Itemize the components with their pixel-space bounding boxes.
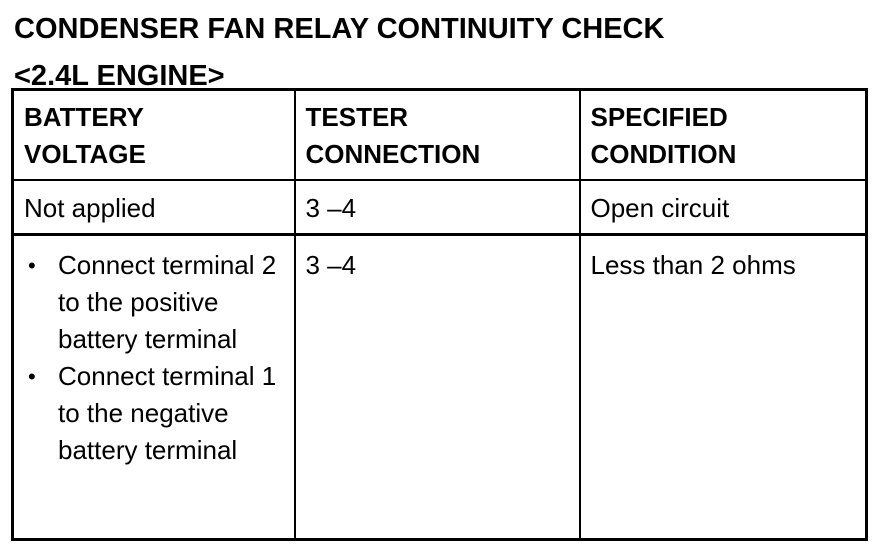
bullet-icon: • xyxy=(28,364,36,389)
bullet-icon: • xyxy=(28,253,36,278)
cell-battery-voltage: • Connect terminal 2 to the positive bat… xyxy=(11,233,296,541)
table-row: • Connect terminal 2 to the positive bat… xyxy=(11,233,868,541)
table-row: Not applied 3 –4 Open circuit xyxy=(11,179,868,236)
page-title-line2: <2.4L ENGINE> xyxy=(14,60,225,92)
battery-voltage-bullet-list: • Connect terminal 2 to the positive bat… xyxy=(24,247,284,469)
cell-specified-condition: Open circuit xyxy=(578,179,868,236)
cell-battery-voltage: Not applied xyxy=(11,179,296,236)
column-header-battery-voltage: BATTERY VOLTAGE xyxy=(11,88,296,181)
column-header-tester-connection: TESTER CONNECTION xyxy=(293,88,581,181)
cell-specified-condition: Less than 2 ohms xyxy=(578,233,868,541)
column-header-label: TESTER CONNECTION xyxy=(305,102,481,169)
bullet-text: Connect terminal 1 to the negative batte… xyxy=(58,361,277,465)
page-title: CONDENSER FAN RELAY CONTINUITY CHECK <2.… xyxy=(14,6,664,100)
list-item: • Connect terminal 2 to the positive bat… xyxy=(24,247,284,358)
table-header-row: BATTERY VOLTAGE TESTER CONNECTION SPECIF… xyxy=(11,88,868,181)
cell-tester-connection: 3 –4 xyxy=(293,179,581,236)
continuity-check-table: BATTERY VOLTAGE TESTER CONNECTION SPECIF… xyxy=(11,88,868,541)
column-header-specified-condition: SPECIFIED CONDITION xyxy=(578,88,868,181)
cell-tester-connection: 3 –4 xyxy=(293,233,581,541)
column-header-label: BATTERY VOLTAGE xyxy=(24,102,146,169)
list-item: • Connect terminal 1 to the negative bat… xyxy=(24,358,284,469)
bullet-text: Connect terminal 2 to the positive batte… xyxy=(58,250,277,354)
page-title-line1: CONDENSER FAN RELAY CONTINUITY CHECK xyxy=(14,13,665,45)
column-header-label: SPECIFIED CONDITION xyxy=(590,102,737,169)
